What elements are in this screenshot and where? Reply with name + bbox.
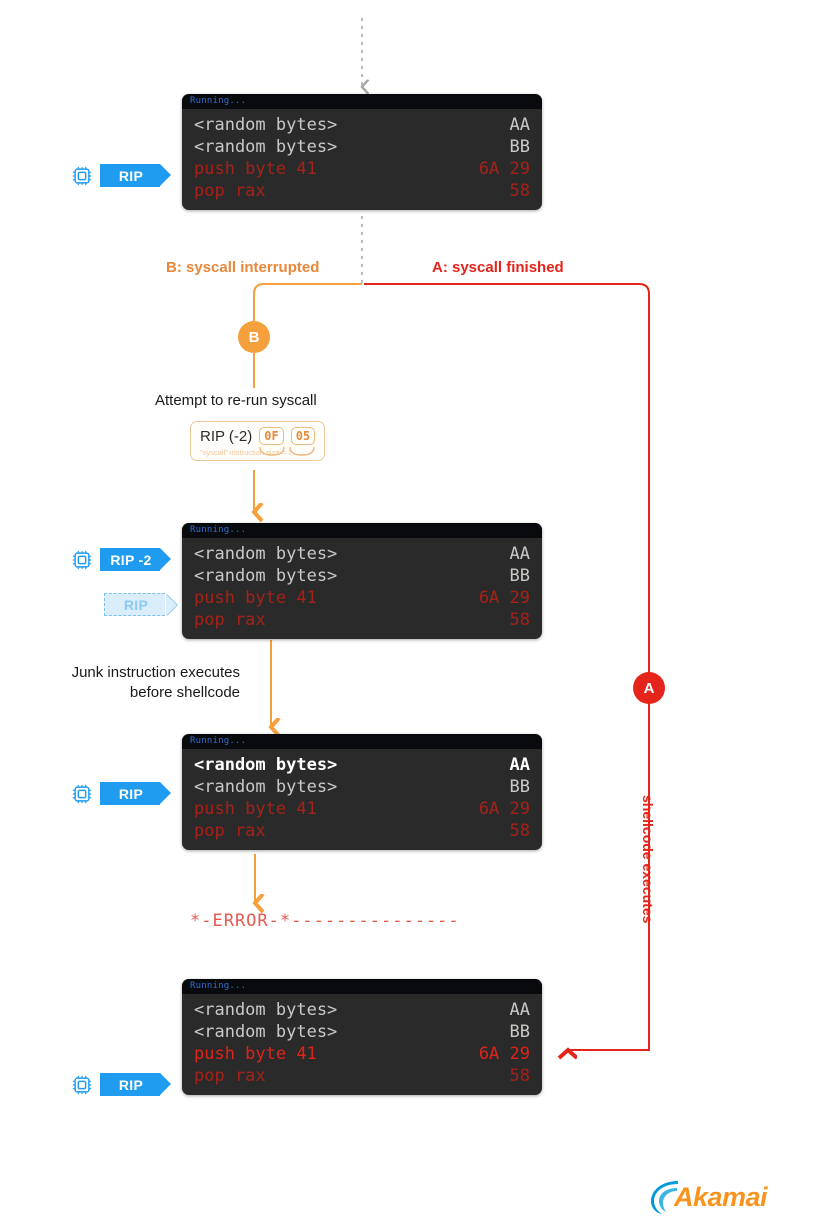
terminal-title-bar: Running... [182, 94, 542, 109]
branch-b-label: B: syscall interrupted [166, 259, 320, 276]
instruction-text: pop rax [194, 610, 266, 630]
opcode-hex: 58 [509, 181, 530, 201]
opcode-hex: 6A 29 [478, 159, 530, 179]
junk-note-line2: before shellcode [129, 684, 240, 701]
opcode-hex: BB [509, 777, 530, 797]
akamai-logo: Akamai [648, 1178, 768, 1216]
terminal-row: <random bytes> BB [194, 136, 530, 158]
rip-badge-label: RIP [100, 782, 171, 805]
terminal-row: pop rax 58 [194, 820, 530, 842]
rip-badge-label-ghost: RIP [104, 593, 165, 616]
rip-badge-label: RIP -2 [100, 548, 171, 571]
instruction-text: pop rax [194, 181, 266, 201]
shellcode-executes-label: shellcode executes [640, 795, 656, 924]
terminal-row: <random bytes> BB [194, 1021, 530, 1043]
instruction-text: <random bytes> [194, 1022, 338, 1042]
terminal-row: <random bytes> BB [194, 565, 530, 587]
rip-box-row: RIP (-2) 0F 05 [200, 427, 316, 445]
terminal-window-1: Running... <random bytes> AA <random byt… [182, 94, 542, 210]
rip-badge-label: RIP [100, 164, 171, 187]
terminal-row: pop rax 58 [194, 180, 530, 202]
terminal-row: <random bytes> AA [194, 114, 530, 136]
terminal-title-bar: Running... [182, 979, 542, 994]
cpu-chip-icon [72, 784, 92, 803]
instruction-text: push byte 41 [194, 588, 317, 608]
cpu-chip-icon [72, 166, 92, 185]
terminal-row: pop rax 58 [194, 1065, 530, 1087]
cpu-chip-icon [72, 1075, 92, 1094]
branch-b-path [253, 283, 362, 321]
instruction-text: push byte 41 [194, 1044, 317, 1064]
terminal-row: push byte 41 6A 29 [194, 1043, 530, 1065]
terminal-status-text: Running... [190, 525, 247, 535]
terminal-row: <random bytes> BB [194, 776, 530, 798]
terminal-title-bar: Running... [182, 734, 542, 749]
instruction-text: <random bytes> [194, 137, 338, 157]
opcode-byte-2: 05 [290, 427, 316, 445]
opcode-hex: 6A 29 [478, 1044, 530, 1064]
opcode-hex: AA [509, 115, 530, 135]
opcode-hex: AA [509, 1000, 530, 1020]
akamai-wordmark: Akamai [674, 1181, 768, 1212]
terminal-window-3: Running... <random bytes> AA <random byt… [182, 734, 542, 850]
terminal-title-bar: Running... [182, 523, 542, 538]
branch-a-path [364, 283, 650, 1050]
terminal-status-text: Running... [190, 96, 247, 106]
opcode-hex: 58 [509, 610, 530, 630]
terminal-status-text: Running... [190, 736, 247, 746]
opcode-byte-1: 0F [259, 427, 284, 445]
instruction-text: push byte 41 [194, 159, 317, 179]
instruction-text: pop rax [194, 821, 266, 841]
attempt-note: Attempt to re-run syscall [155, 392, 317, 409]
marker-a: A [633, 672, 665, 704]
opcode-hex: AA [509, 544, 530, 564]
rip-pointer-4: RIP [71, 1073, 171, 1096]
junk-note-line1: Junk instruction executes [71, 664, 240, 681]
opcode-hex: BB [509, 1022, 530, 1042]
terminal-window-4: Running... <random bytes> AA <random byt… [182, 979, 542, 1095]
branch-a-label: A: syscall finished [432, 259, 564, 276]
terminal-body: <random bytes> AA <random bytes> BB push… [182, 749, 542, 850]
terminal-status-text: Running... [190, 981, 247, 991]
terminal-body: <random bytes> AA <random bytes> BB push… [182, 538, 542, 639]
instruction-text: <random bytes> [194, 777, 338, 797]
opcode-hex: 58 [509, 821, 530, 841]
opcode-hex: AA [509, 755, 530, 775]
instruction-text: <random bytes> [194, 566, 338, 586]
error-line: *-ERROR-*--------------- [190, 911, 460, 931]
terminal-row: push byte 41 6A 29 [194, 158, 530, 180]
opcode-hex: BB [509, 137, 530, 157]
junk-instruction-note: Junk instruction executes before shellco… [35, 663, 240, 703]
terminal-row: pop rax 58 [194, 609, 530, 631]
instruction-text: pop rax [194, 1066, 266, 1086]
opcode-hex: BB [509, 566, 530, 586]
terminal-window-2: Running... <random bytes> AA <random byt… [182, 523, 542, 639]
terminal-row: <random bytes> AA [194, 754, 530, 776]
terminal-row: <random bytes> AA [194, 543, 530, 565]
rip-pointer-1: RIP [71, 164, 171, 187]
rip-pointer-3: RIP [71, 782, 171, 805]
marker-b: B [238, 321, 270, 353]
terminal-body: <random bytes> AA <random bytes> BB push… [182, 109, 542, 210]
opcode-hex: 58 [509, 1066, 530, 1086]
terminal-body: <random bytes> AA <random bytes> BB push… [182, 994, 542, 1095]
instruction-text: <random bytes> [194, 115, 338, 135]
instruction-text: <random bytes> [194, 544, 338, 564]
rip-badge-label: RIP [100, 1073, 171, 1096]
opcode-hex: 6A 29 [478, 588, 530, 608]
terminal-row: push byte 41 6A 29 [194, 798, 530, 820]
terminal-row: <random bytes> AA [194, 999, 530, 1021]
rip-box-caption: "syscall" instruction size = 2 [200, 448, 293, 457]
rip-pointer-ghost: RIP [104, 593, 165, 616]
instruction-text: push byte 41 [194, 799, 317, 819]
instruction-text: <random bytes> [194, 1000, 338, 1020]
opcode-hex: 6A 29 [478, 799, 530, 819]
terminal-row: push byte 41 6A 29 [194, 587, 530, 609]
cpu-chip-icon [72, 550, 92, 569]
akamai-swoosh-icon [651, 1181, 678, 1214]
rip-pointer-2: RIP -2 [71, 548, 171, 571]
rip-box-label: RIP (-2) [200, 427, 253, 445]
instruction-text: <random bytes> [194, 755, 338, 775]
opcode-brace [259, 447, 315, 456]
